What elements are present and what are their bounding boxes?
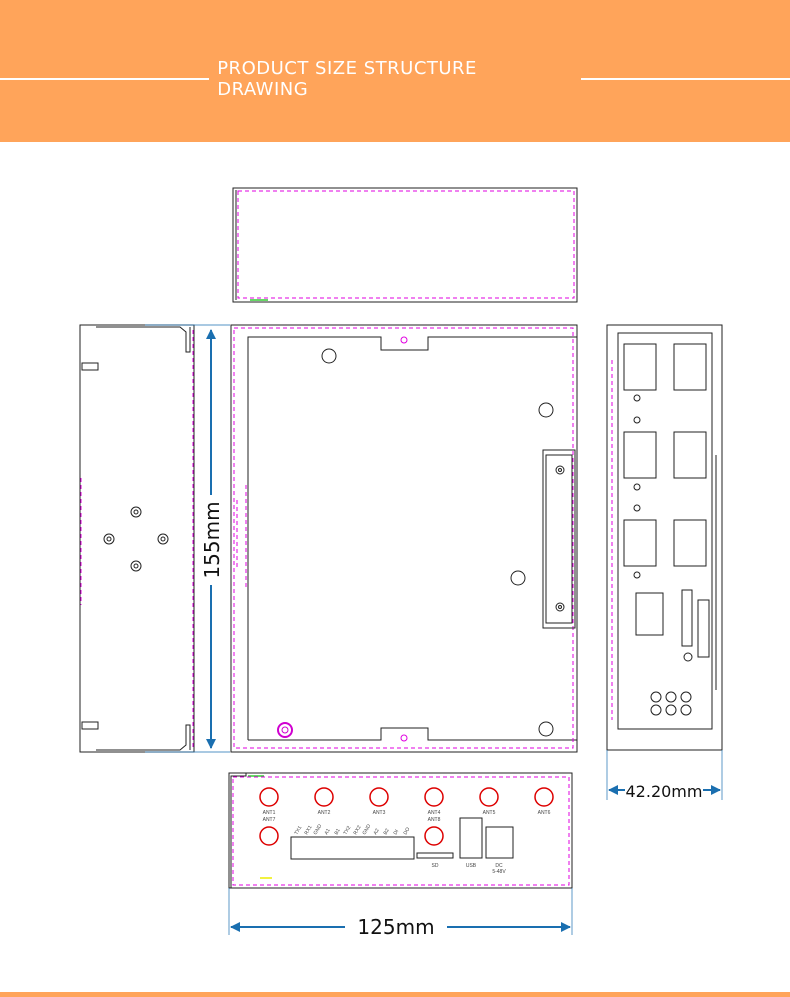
terminal-label: B2 xyxy=(383,828,391,836)
ant8-label: ANT8 xyxy=(428,817,441,823)
ant2-label: ANT2 xyxy=(318,810,331,816)
antenna-connectors xyxy=(259,787,554,846)
main-view xyxy=(230,324,578,753)
title-divider-right xyxy=(580,78,790,80)
sd-label: SD xyxy=(432,863,439,869)
right-side-view xyxy=(606,324,723,751)
dc-voltage-label: 5-48V xyxy=(492,869,506,875)
terminal-label: GND xyxy=(362,823,373,836)
usb-label: USB xyxy=(466,863,477,869)
front-panel-view: ANT1 ANT2 ANT3 ANT4 ANT5 ANT6 ANT7 ANT8 … xyxy=(228,772,573,889)
depth-dimension: 42.20mm xyxy=(606,750,723,801)
height-label: 155mm xyxy=(200,501,224,578)
sd-slot xyxy=(416,852,454,859)
header-banner xyxy=(0,0,790,142)
dc-jack xyxy=(485,826,514,859)
ant4-label: ANT4 xyxy=(428,810,441,816)
title-row: PRODUCT SIZE STRUCTURE DRAWING xyxy=(0,58,790,100)
width-dimension: 125mm xyxy=(228,888,573,939)
height-dimension: 155mm xyxy=(145,324,230,753)
terminal-label: RX1 xyxy=(304,824,314,836)
terminal-label: RX2 xyxy=(353,824,363,836)
left-side-view xyxy=(79,324,195,753)
terminal-label: B1 xyxy=(334,828,342,836)
terminal-block xyxy=(290,836,415,860)
ant5-label: ANT5 xyxy=(483,810,496,816)
terminal-label: GND xyxy=(313,823,324,836)
ant7-label: ANT7 xyxy=(263,817,276,823)
width-label: 125mm xyxy=(357,915,434,939)
terminal-label: A2 xyxy=(373,828,381,836)
ant1-label: ANT1 xyxy=(263,810,276,816)
terminal-label: TX1 xyxy=(294,825,304,836)
terminal-label: A1 xyxy=(324,828,332,836)
page-title: PRODUCT SIZE STRUCTURE DRAWING xyxy=(217,58,477,100)
ant6-label: ANT6 xyxy=(538,810,551,816)
depth-label: 42.20mm xyxy=(626,782,703,801)
title-divider-left xyxy=(0,78,210,80)
terminal-label: TX2 xyxy=(343,825,353,836)
usb-port xyxy=(459,817,483,859)
footer-bar xyxy=(0,992,790,997)
dc-label: DC xyxy=(495,863,503,869)
ant3-label: ANT3 xyxy=(373,810,386,816)
top-view xyxy=(232,187,578,303)
mounting-holes xyxy=(103,506,169,572)
terminal-label: DI xyxy=(393,829,401,836)
terminal-label: DO xyxy=(403,826,412,836)
